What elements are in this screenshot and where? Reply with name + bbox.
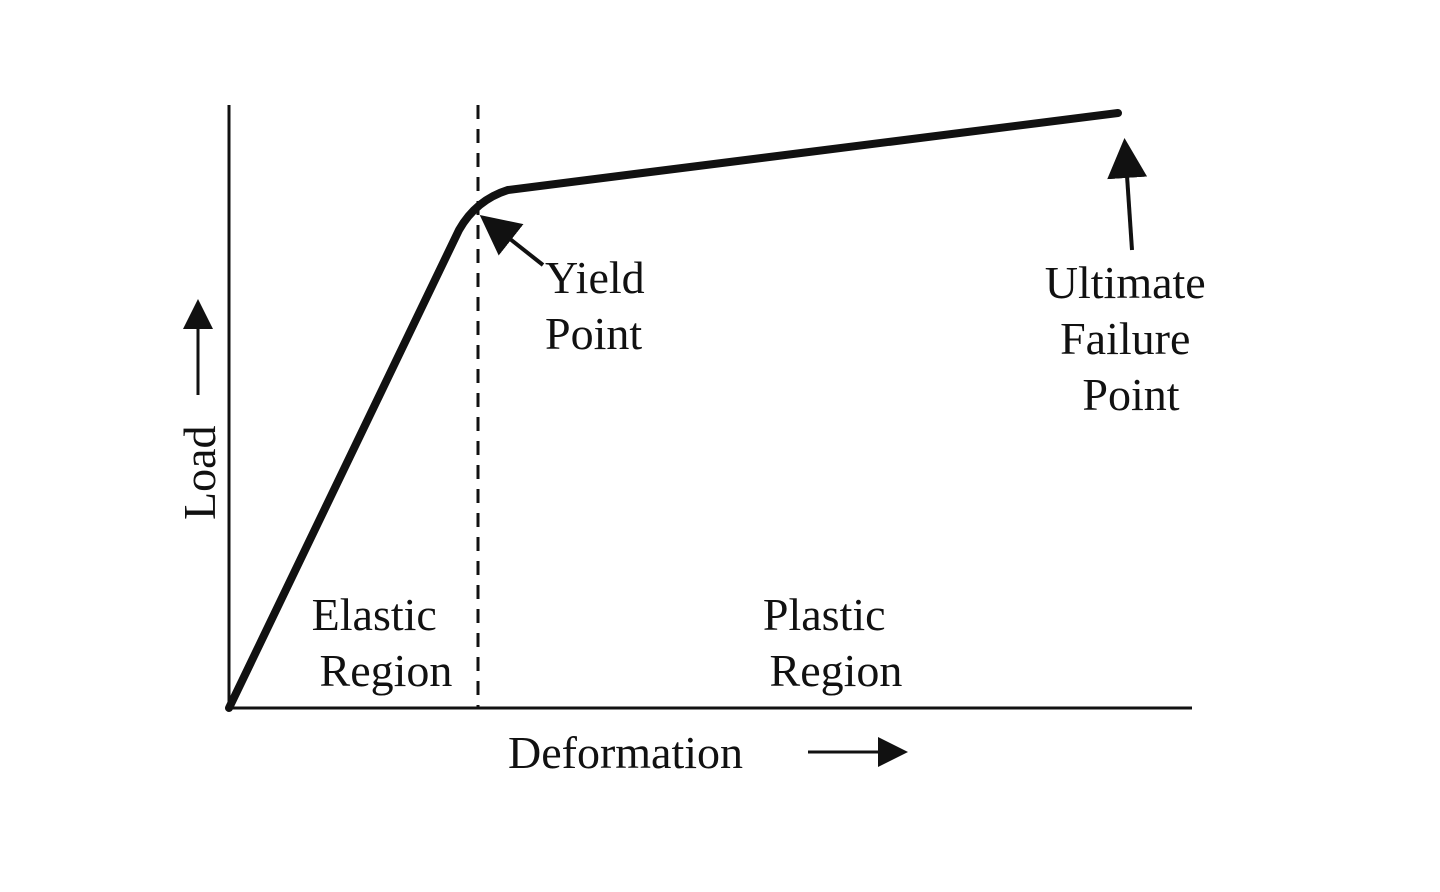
load-deformation-curve xyxy=(225,109,1122,712)
ultimate-failure-label-line1: Ultimate xyxy=(1045,257,1206,308)
ultimate-failure-label-line2: Failure xyxy=(1060,313,1190,364)
x-axis-label: Deformation xyxy=(508,727,743,778)
ultimate-failure-label-line3: Point xyxy=(1082,369,1179,420)
plastic-region-label-line2: Region xyxy=(770,645,903,696)
plastic-region-label: Plastic Region xyxy=(763,589,903,696)
yield-point-label-line2: Point xyxy=(545,308,642,359)
elastic-region-label-line2: Region xyxy=(320,645,453,696)
elastic-region-label-line1: Elastic xyxy=(312,589,437,640)
ultimate-failure-arrow xyxy=(1107,138,1148,251)
y-axis-label: Load xyxy=(174,425,225,520)
y-axis-label-group: Load xyxy=(174,299,225,520)
elastic-region-label: Elastic Region xyxy=(312,589,453,696)
yield-point-label-line1: Yield xyxy=(545,252,645,303)
yield-point-label: Yield Point xyxy=(545,252,656,359)
plastic-region-label-line1: Plastic xyxy=(763,589,886,640)
yield-point-arrow xyxy=(479,215,545,267)
ultimate-failure-point-label: Ultimate Failure Point xyxy=(1045,257,1217,420)
